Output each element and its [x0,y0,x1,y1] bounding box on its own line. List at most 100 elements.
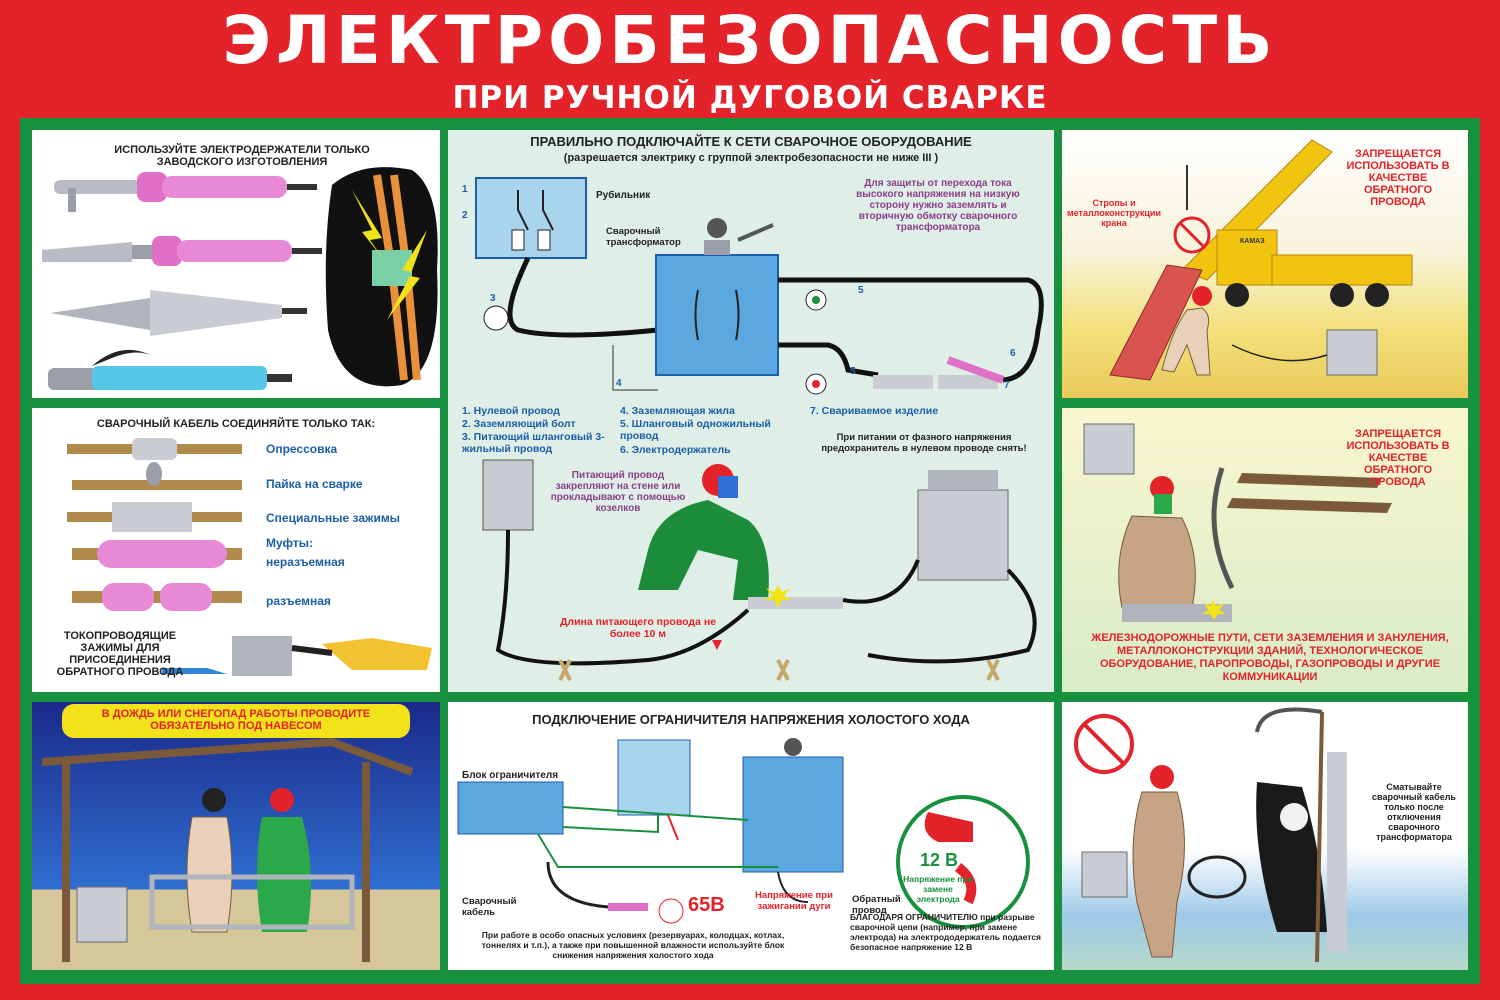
method-couplings: Муфты: [266,536,313,550]
joint-detachable [72,591,242,603]
connection-title: ПРАВИЛЬНО ПОДКЛЮЧАЙТЕ К СЕТИ СВАРОЧНОЕ О… [530,134,972,149]
rail-sleepers [1227,473,1392,513]
method-solder: Пайка на сварке [266,477,363,491]
panel-railway: ЗАПРЕЩАЕТСЯ ИСПОЛЬЗОВАТЬ В КАЧЕСТВЕ ОБРА… [1062,408,1468,692]
legend-3: 3. Питающий шланговый 3-жильный провод [462,431,605,455]
workpiece-1 [873,375,933,389]
num-4: 4 [616,378,622,389]
danger-conditions-note: При работе в особо опасных условиях (рез… [481,930,785,960]
num-6: 6 [1010,348,1016,359]
floor-cable [495,529,750,666]
limiter-diagram [457,738,1030,929]
connection-diagram [475,177,1044,681]
reel-machine [1081,851,1128,898]
worker-rain-1 [186,788,233,933]
transformer-box [655,254,779,376]
label-transformer: Сварочный трансформатор [606,226,681,248]
limiter-title: ПОДКЛЮЧЕНИЕ ОГРАНИЧИТЕЛЯ НАПРЯЖЕНИЯ ХОЛО… [532,712,970,727]
holder-4 [48,349,292,390]
pole [1327,752,1347,952]
rail-warning: ЗАПРЕЩАЕТСЯ ИСПОЛЬЗОВАТЬ В КАЧЕСТВЕ ОБРА… [1346,428,1450,488]
num-5b: 5 [850,366,856,377]
welding-spark-icon [764,585,792,608]
length-arrow-icon [712,640,722,650]
rail-welder-machine [1083,423,1135,475]
worker-rail [1118,476,1196,609]
truck-body [1271,254,1413,286]
cable-joints-illustration [67,438,432,676]
rain-banner: В ДОЖДЬ ИЛИ СНЕГОПАД РАБОТЫ ПРОВОДИТЕ ОБ… [62,704,410,738]
method-crimp: Опрессовка [266,442,338,456]
welder-figure [638,464,769,600]
limiter-block [457,781,564,835]
welding-machine [917,489,1009,581]
panel-connection: ПРАВИЛЬНО ПОДКЛЮЧАЙТЕ К СЕТИ СВАРОЧНОЕ О… [448,130,1054,692]
crane-warning: ЗАПРЕЩАЕТСЯ ИСПОЛЬЗОВАТЬ В КАЧЕСТВЕ ОБРА… [1346,148,1450,208]
clamp-1 [232,636,292,676]
cable-coil [1187,855,1247,899]
panel-rain: В ДОЖДЬ ИЛИ СНЕГОПАД РАБОТЫ ПРОВОДИТЕ ОБ… [32,702,440,970]
method-clamps: Специальные зажимы [266,511,401,525]
protection-note: Для защиты от перехода тока высокого нап… [856,178,1020,233]
truss [149,874,355,930]
holder-1 [54,172,317,212]
method-detachable: разъемная [266,594,331,608]
electrode-holders-title: ИСПОЛЬЗУЙТЕ ЭЛЕКТРОДЕРЖАТЕЛИ ТОЛЬКО ЗАВО… [114,144,370,168]
limiter-transformer [742,756,844,873]
limiter-cable-label: Сварочный кабель [462,896,517,918]
arc-voltage-note: Напряжение при зажигании дуги [755,890,833,912]
panel-frame: ИСПОЛЬЗУЙТЕ ЭЛЕКТРОДЕРЖАТЕЛИ ТОЛЬКО ЗАВО… [20,118,1480,984]
limiter-return-label: Обратный провод [852,894,901,916]
spark-circle-icon [658,898,684,924]
num-2: 2 [462,210,468,221]
panel-limiter: ПОДКЛЮЧЕНИЕ ОГРАНИЧИТЕЛЯ НАПРЯЖЕНИЯ ХОЛО… [448,702,1054,970]
panel-reel-cable: Сматывайте сварочный кабель только после… [1062,702,1468,970]
num-3: 3 [490,293,496,304]
output-cable-5 [778,342,879,378]
rail-list: ЖЕЛЕЗНОДОРОЖНЫЕ ПУТИ, СЕТИ ЗАЗЕМЛЕНИЯ И … [1091,632,1449,683]
panel-cable-joints: СВАРОЧНЫЙ КАБЕЛЬ СОЕДИНЯЙТЕ ТОЛЬКО ТАК: … [32,408,440,692]
output-cable-6 [778,277,1044,383]
holder-2 [42,236,322,266]
electrode-holders-illustration [42,167,438,390]
clamp-arrow-icon [162,668,227,674]
poster-title: ЭЛЕКТРОБЕЗОПАСНОСТЬ [222,2,1278,79]
electrode-holder-6 [946,356,1005,384]
wall-socket [482,459,534,531]
poster-subtitle: ПРИ РУЧНОЙ ДУГОВОЙ СВАРКЕ [452,80,1048,116]
wall-mount-note: Питающий провод закрепляют на стене или … [550,470,686,514]
broken-cable-icon [325,167,438,387]
panel-electrode-holders: ИСПОЛЬЗУЙТЕ ЭЛЕКТРОДЕРЖАТЕЛИ ТОЛЬКО ЗАВО… [32,130,440,398]
workpiece-2 [938,375,998,389]
holder-3 [50,290,307,336]
welding-table [748,597,843,609]
cable-stands [558,659,1000,681]
legend-4: 4. Заземляющая жила [620,405,735,417]
clamp-2 [322,638,432,670]
limiter-switch [617,739,691,816]
label-rubilnik: Рубильник [596,190,651,201]
rain-illustration [41,737,414,962]
switch-box [475,177,587,259]
reel-illustration [1074,707,1347,963]
shelter-roof [41,737,414,776]
crane-brand: КАМАЗ [1240,238,1265,245]
legend-2: 2. Заземляющий болт [462,418,576,430]
voltage-12: 12 В [920,850,959,870]
crane-cables-label: Стропы и металлоконструкции крана [1067,198,1161,228]
shelter-machine [76,886,128,943]
connection-note: (разрешается электрику с группой электро… [563,152,939,164]
metal-frame [1109,264,1203,381]
rail-track [1211,467,1235,590]
num-1: 1 [462,184,468,195]
legend-6: 6. Электродержатель [620,444,731,456]
grim-reaper-icon [1255,707,1327,963]
reel-note: Сматывайте сварочный кабель только после… [1372,782,1456,842]
no-sign-icon [1173,216,1211,254]
voltage-65: 65В [688,894,725,916]
crane-illustration [1109,139,1413,381]
truck-cab [1216,229,1278,286]
num-5a: 5 [858,285,864,296]
cable-joints-title: СВАРОЧНЫЙ КАБЕЛЬ СОЕДИНЯЙТЕ ТОЛЬКО ТАК: [96,418,376,430]
length-note: Длина питающего провода не более 10 м [559,616,717,640]
